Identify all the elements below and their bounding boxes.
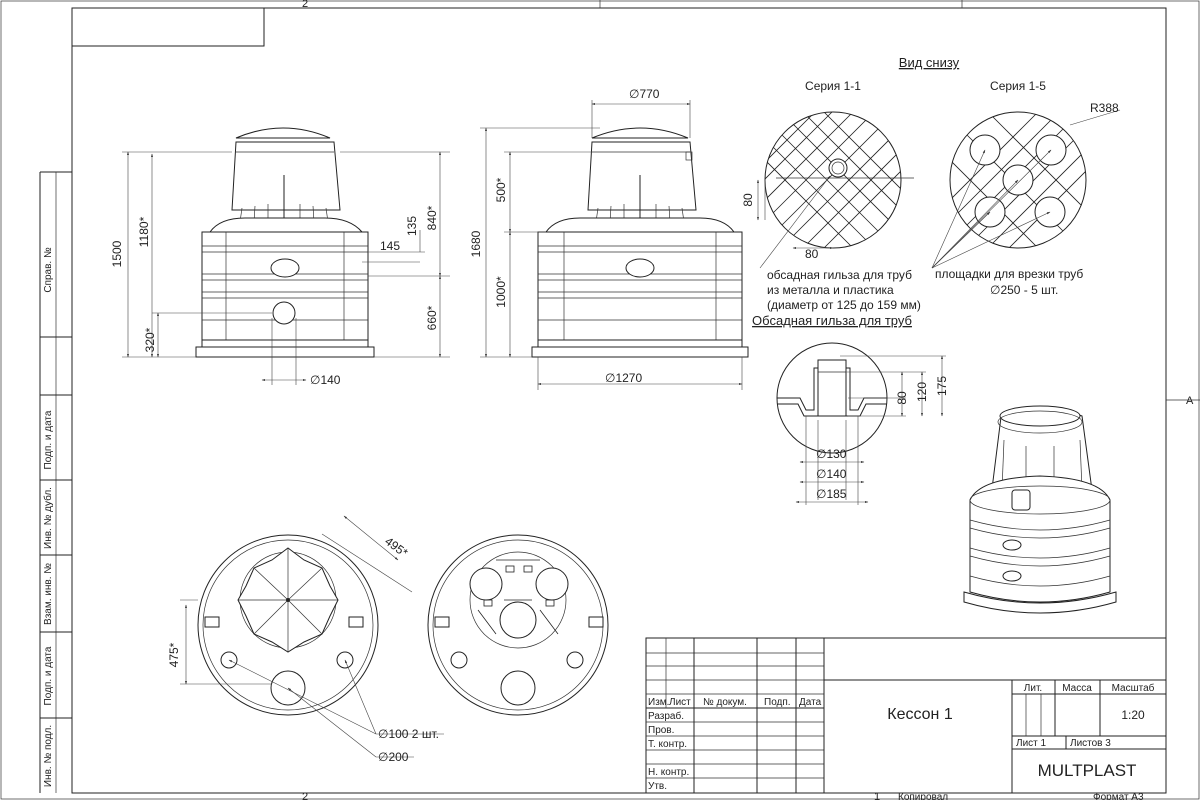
side-strip: Справ. № Подп. и дата Инв. № дубл. Взам.…: [39, 171, 72, 793]
title-block: Изм. Лист № докум. Подп. Дата Разраб. Пр…: [645, 637, 1167, 800]
dim-side-770: ∅770: [629, 87, 660, 101]
dim-side-1000: 1000*: [494, 276, 508, 308]
corner-stamp: [71, 7, 265, 47]
tb-scale-label: Масштаб: [1112, 682, 1155, 694]
dim-sleeve-185: ∅185: [816, 487, 847, 501]
tb-scale-value: 1:20: [1121, 708, 1145, 722]
tb-mass-label: Масса: [1062, 683, 1092, 694]
side-cell-6: Инв. № подл.: [43, 725, 54, 787]
tb-header-doc: № докум.: [703, 697, 747, 708]
note-left-line1: обсадная гильза для труб: [767, 268, 912, 282]
dim-front-1180: 1180*: [137, 216, 151, 247]
dim-side-1270: ∅1270: [605, 371, 642, 385]
zone-label-right: A: [1186, 395, 1194, 407]
dim-series-80-h: 80: [805, 247, 819, 261]
sleeve-title: Обсадная гильза для труб: [752, 313, 912, 328]
dim-plan-475: 475*: [167, 642, 181, 667]
tb-drawing-name: Кессон 1: [887, 706, 953, 723]
dim-front-1500: 1500: [110, 240, 124, 267]
dim-side-1680: 1680: [469, 230, 483, 257]
isometric-view: [963, 405, 1117, 614]
dim-plan-495: 495*: [382, 534, 410, 560]
tb-header-list: Лист: [669, 697, 691, 708]
dim-series-80-v: 80: [741, 193, 755, 207]
tb-header-date: Дата: [799, 697, 822, 708]
tb-copied: Копировал: [898, 792, 948, 800]
note-left-line2: из металла и пластика: [767, 283, 894, 297]
dim-front-pipe: ∅140: [310, 373, 341, 387]
side-view: ∅770 1680 500* 1000* ∅1270: [469, 87, 749, 390]
dim-sleeve-130: ∅130: [816, 447, 847, 461]
tb-format: Формат А3: [1093, 792, 1144, 800]
dim-sleeve-175: 175: [935, 376, 949, 396]
dim-front-145: 145: [380, 239, 400, 253]
side-cell-5: Подп. и дата: [43, 646, 54, 705]
cut-pads: [969, 134, 1067, 228]
dim-sleeve-140: ∅140: [816, 467, 847, 481]
dim-plan-holes: ∅100 2 шт.: [378, 727, 439, 741]
tb-row-norm-control: Н. контр.: [648, 767, 689, 778]
plan-view-bottom: [427, 534, 609, 716]
tb-header-sign: Подп.: [764, 697, 791, 708]
tb-row-tech-control: Т. контр.: [648, 739, 687, 750]
series-1-1-sleeve: [828, 158, 848, 178]
side-cell-1: Справ. №: [43, 247, 54, 293]
bottom-view-title: Вид снизу: [899, 55, 960, 70]
sleeve-detail: Обсадная гильза для труб 80 120 175: [752, 313, 949, 505]
dim-side-500: 500*: [494, 177, 508, 202]
tb-sheets: Листов 3: [1070, 738, 1111, 749]
front-view: 1500 1180* 320* 840* 660* 135 145 ∅140: [110, 127, 450, 387]
series-1-5-circle: [949, 111, 1087, 249]
plan-view-top: 495* 475* ∅100 2 шт. ∅200: [167, 515, 444, 764]
tb-header-izm: Изм.: [648, 697, 669, 708]
dim-plan-200: ∅200: [378, 750, 409, 764]
tb-sheet: Лист 1: [1016, 738, 1047, 749]
tb-lit-label: Лит.: [1024, 683, 1042, 694]
note-right-line1: площадки для врезки труб: [935, 267, 1083, 281]
zone-label-bottom-1: 1: [874, 791, 880, 800]
side-cell-4: Взам. инв. №: [43, 563, 54, 625]
series-1-1-label: Серия 1-1: [805, 79, 861, 93]
tb-row-checked: Пров.: [648, 725, 674, 736]
dim-front-320: 320*: [143, 327, 157, 352]
note-left-line3: (диаметр от 125 до 159 мм): [767, 298, 921, 312]
dim-front-135: 135: [405, 216, 419, 236]
tb-company: MULTPLAST: [1038, 761, 1137, 780]
dim-sleeve-120: 120: [915, 382, 929, 402]
note-right-line2: ∅250 - 5 шт.: [990, 283, 1058, 297]
side-cell-2: Подп. и дата: [43, 410, 54, 469]
side-cell-3: Инв. № дубл.: [42, 487, 54, 549]
bottom-views: Вид снизу Серия 1-1 Серия 1-5 80 80: [741, 55, 1121, 312]
dim-front-840: 840*: [425, 205, 439, 230]
dim-r388: R388: [1090, 101, 1119, 115]
zone-label-top: 2: [302, 0, 308, 10]
zone-label-bottom: 2: [302, 791, 308, 800]
tb-row-developer: Разраб.: [648, 710, 684, 722]
series-1-5-label: Серия 1-5: [990, 79, 1046, 93]
dim-front-660: 660*: [425, 305, 439, 330]
tb-row-approved: Утв.: [648, 781, 667, 792]
dim-sleeve-80: 80: [895, 391, 909, 405]
